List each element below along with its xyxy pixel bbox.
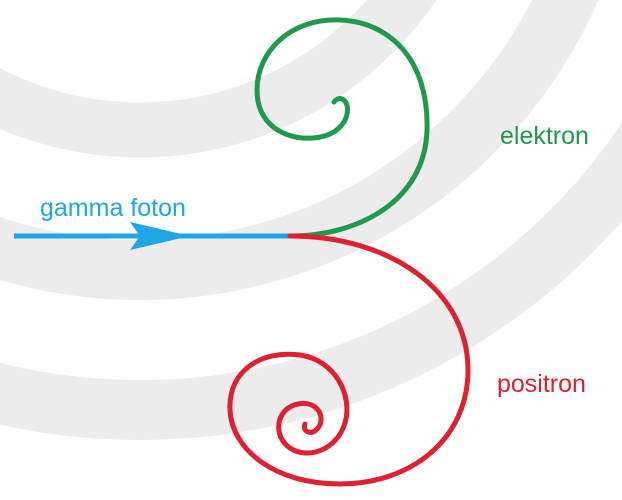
electron-track xyxy=(257,20,427,236)
electron-label: elektron xyxy=(500,124,589,149)
positron-track xyxy=(230,236,468,484)
gamma-label: gamma foton xyxy=(40,196,186,221)
positron-label: positron xyxy=(497,372,586,397)
